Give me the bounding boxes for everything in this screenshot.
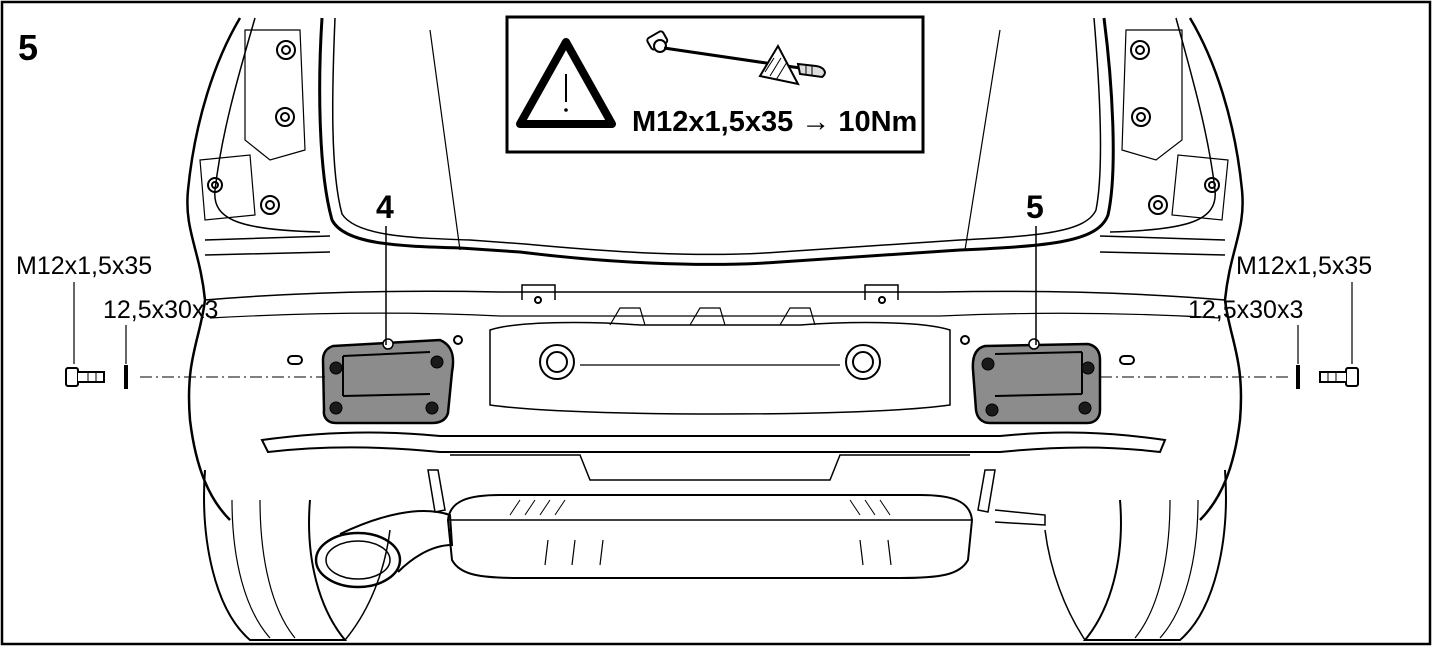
callout-number-left: 4 [376,189,394,225]
warning-triangle-icon [516,38,616,128]
mounting-plate-right [971,338,1102,425]
mounting-plate-left [321,338,455,425]
washer-label-right: 12,5x30x3 [1188,296,1303,324]
assembly-axis-left [73,282,325,378]
callout-number-right: 5 [1026,189,1044,225]
washer-label-left: 12,5x30x3 [103,296,218,324]
assembly-axis-right [1100,282,1353,378]
bolt-label-left: M12x1,5x35 [16,252,152,280]
washer-right [1296,365,1300,389]
warning-box: M12x1,5x35 → 10Nm [505,15,925,154]
torque-wrench-icon [646,30,826,86]
bolt-right [1319,367,1359,387]
step-number: 5 [18,27,38,68]
vehicle-rear-drawing [186,17,1244,641]
washer-left [124,365,128,389]
bolt-label-right: M12x1,5x35 [1236,252,1372,280]
torque-spec: M12x1,5x35 → 10Nm [632,106,917,138]
bolt-left [65,367,105,387]
